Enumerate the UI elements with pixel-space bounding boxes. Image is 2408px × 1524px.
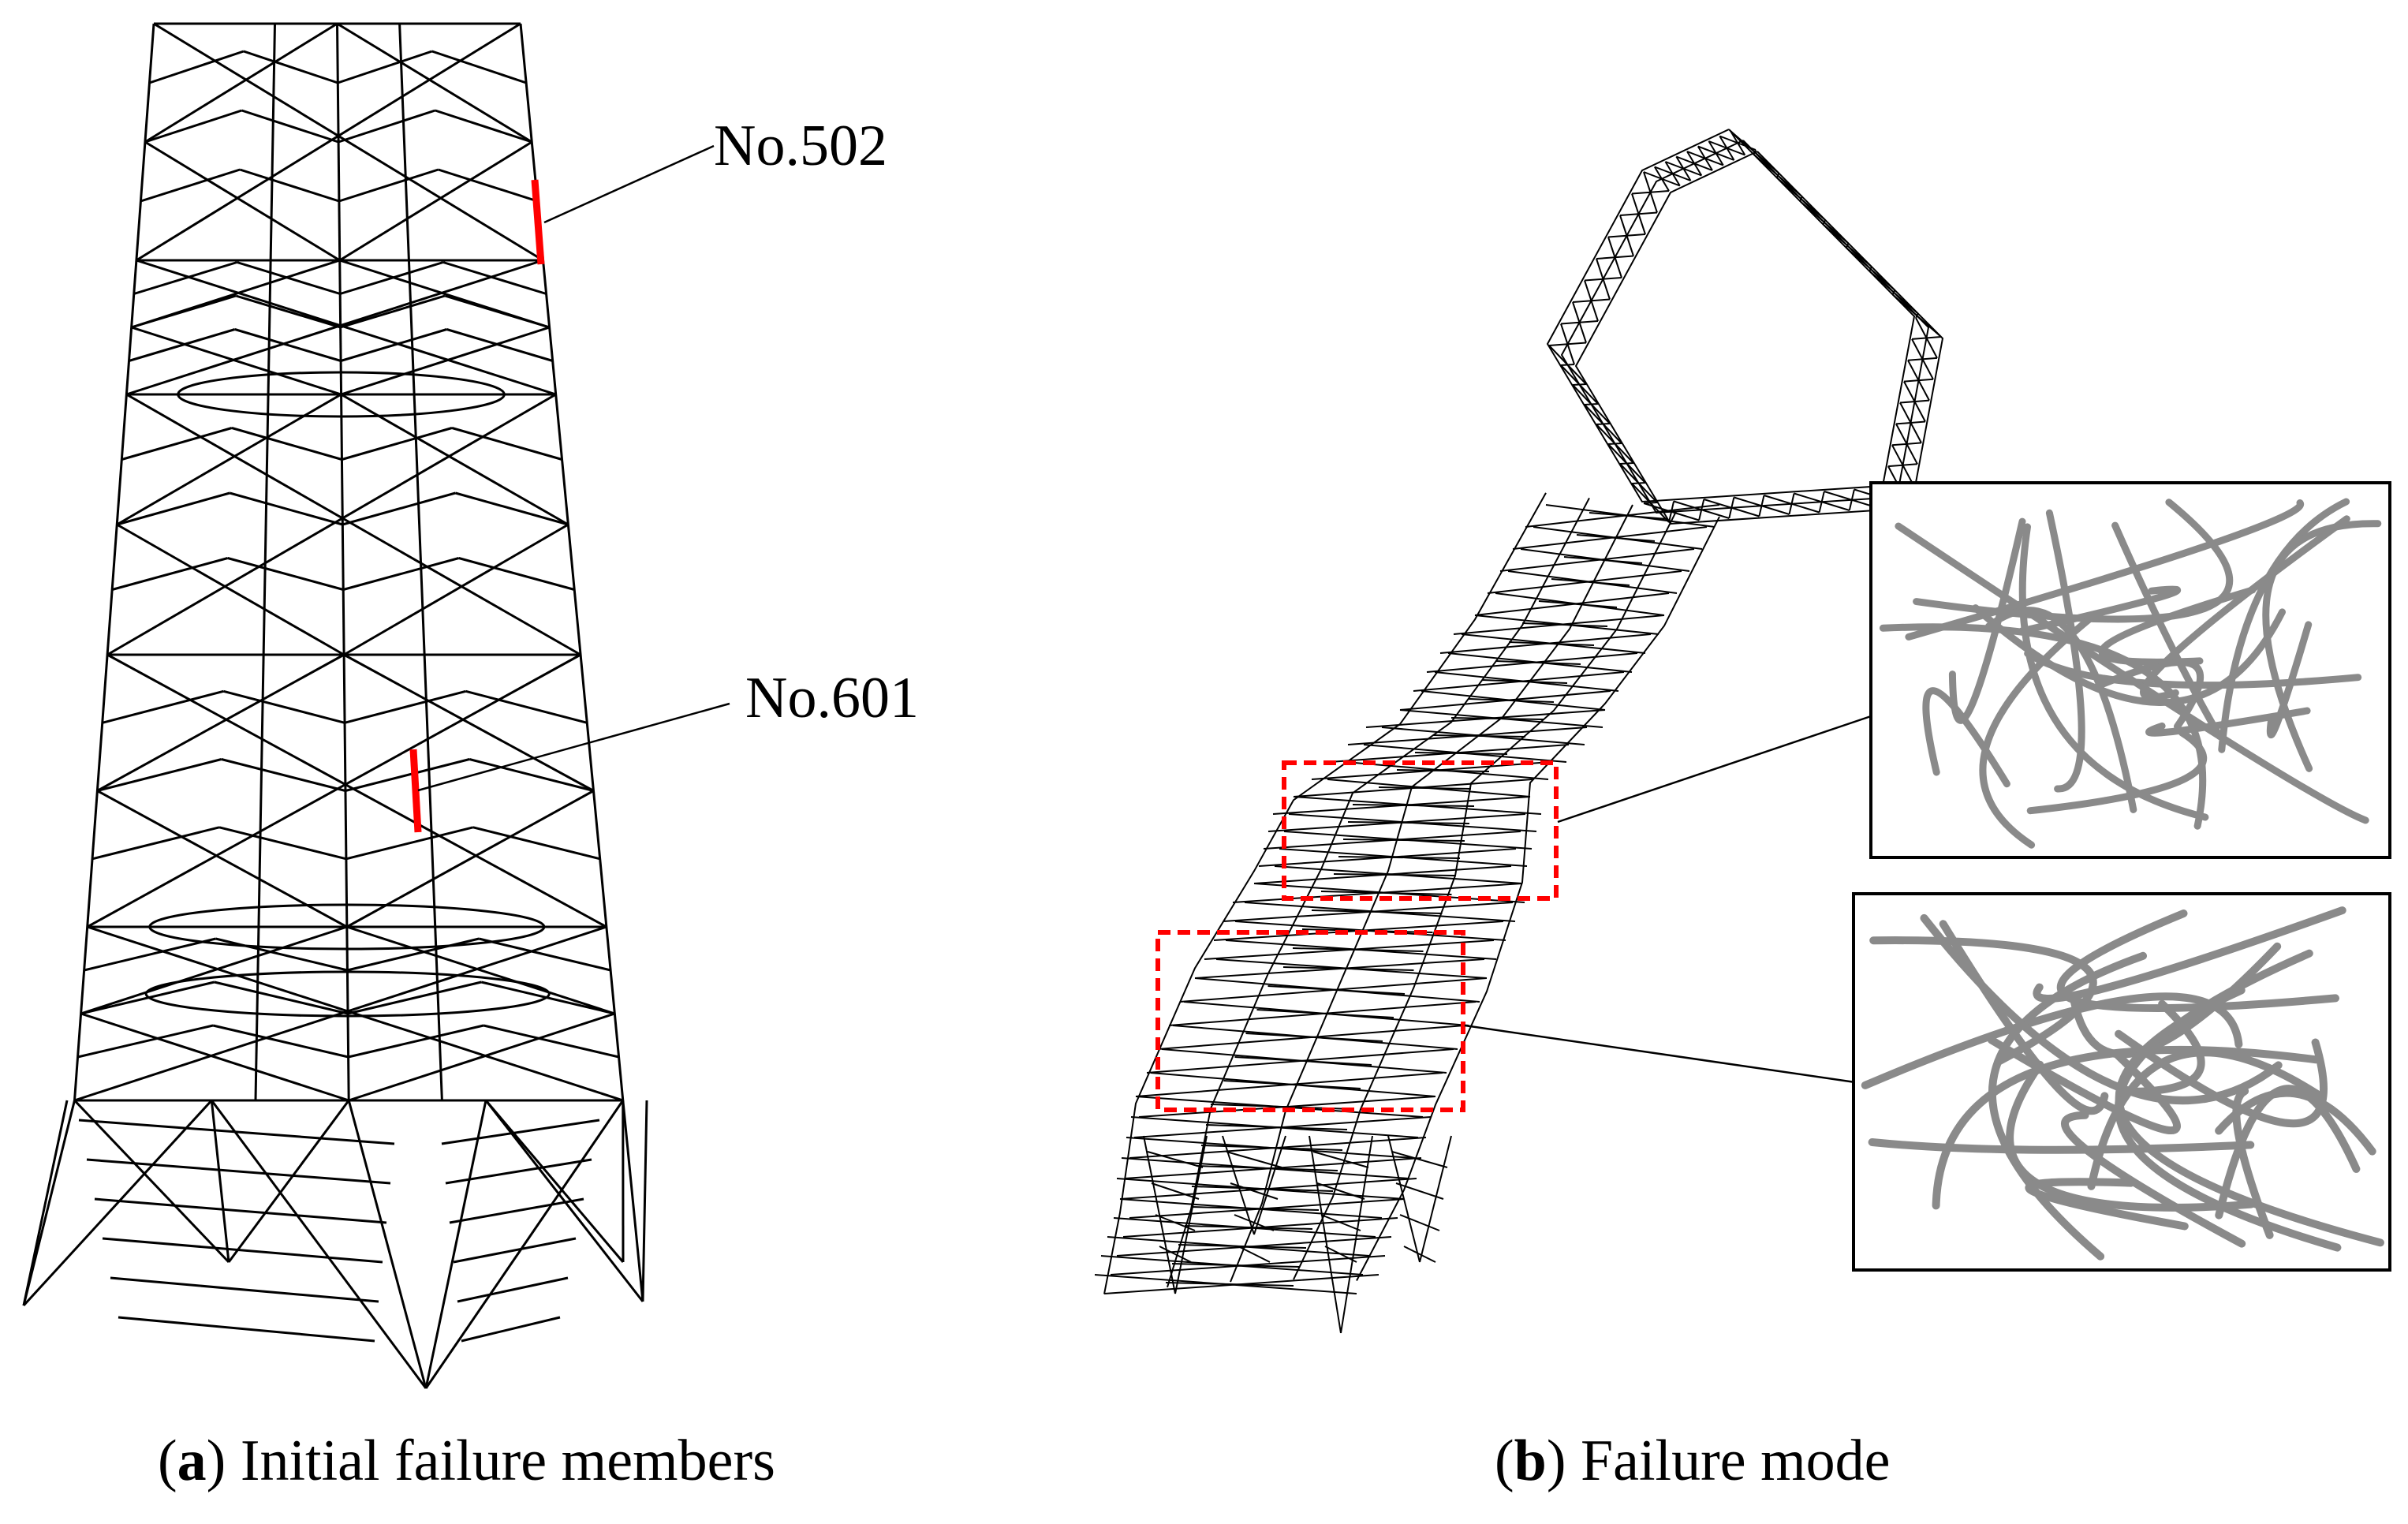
caption-a-text: Initial failure members [240,1429,775,1493]
failed-member-502 [531,179,545,265]
caption-b-text: Failure mode [1580,1429,1891,1493]
inset-lower [1852,892,2391,1272]
leader-line-601 [417,702,730,792]
leader-line-502 [543,144,715,224]
inset-upper [1869,481,2391,859]
member-label-601: No.601 [745,666,919,730]
member-label-502: No.502 [714,114,887,178]
caption-a-letter: a [177,1429,207,1493]
caption-b: (b) Failure mode [1495,1429,1891,1493]
highlight-box-upper [1282,760,1559,901]
deformed-tower-b [1094,129,1944,1334]
zoom-line-upper [1557,715,1872,824]
failed-member-601 [409,749,422,833]
caption-b-letter: b [1514,1429,1547,1493]
zoom-line-lower [1464,1024,1856,1084]
caption-a: (a) Initial failure members [158,1429,775,1493]
highlight-box-lower [1155,930,1465,1112]
tower-lattice-a [22,22,648,1389]
